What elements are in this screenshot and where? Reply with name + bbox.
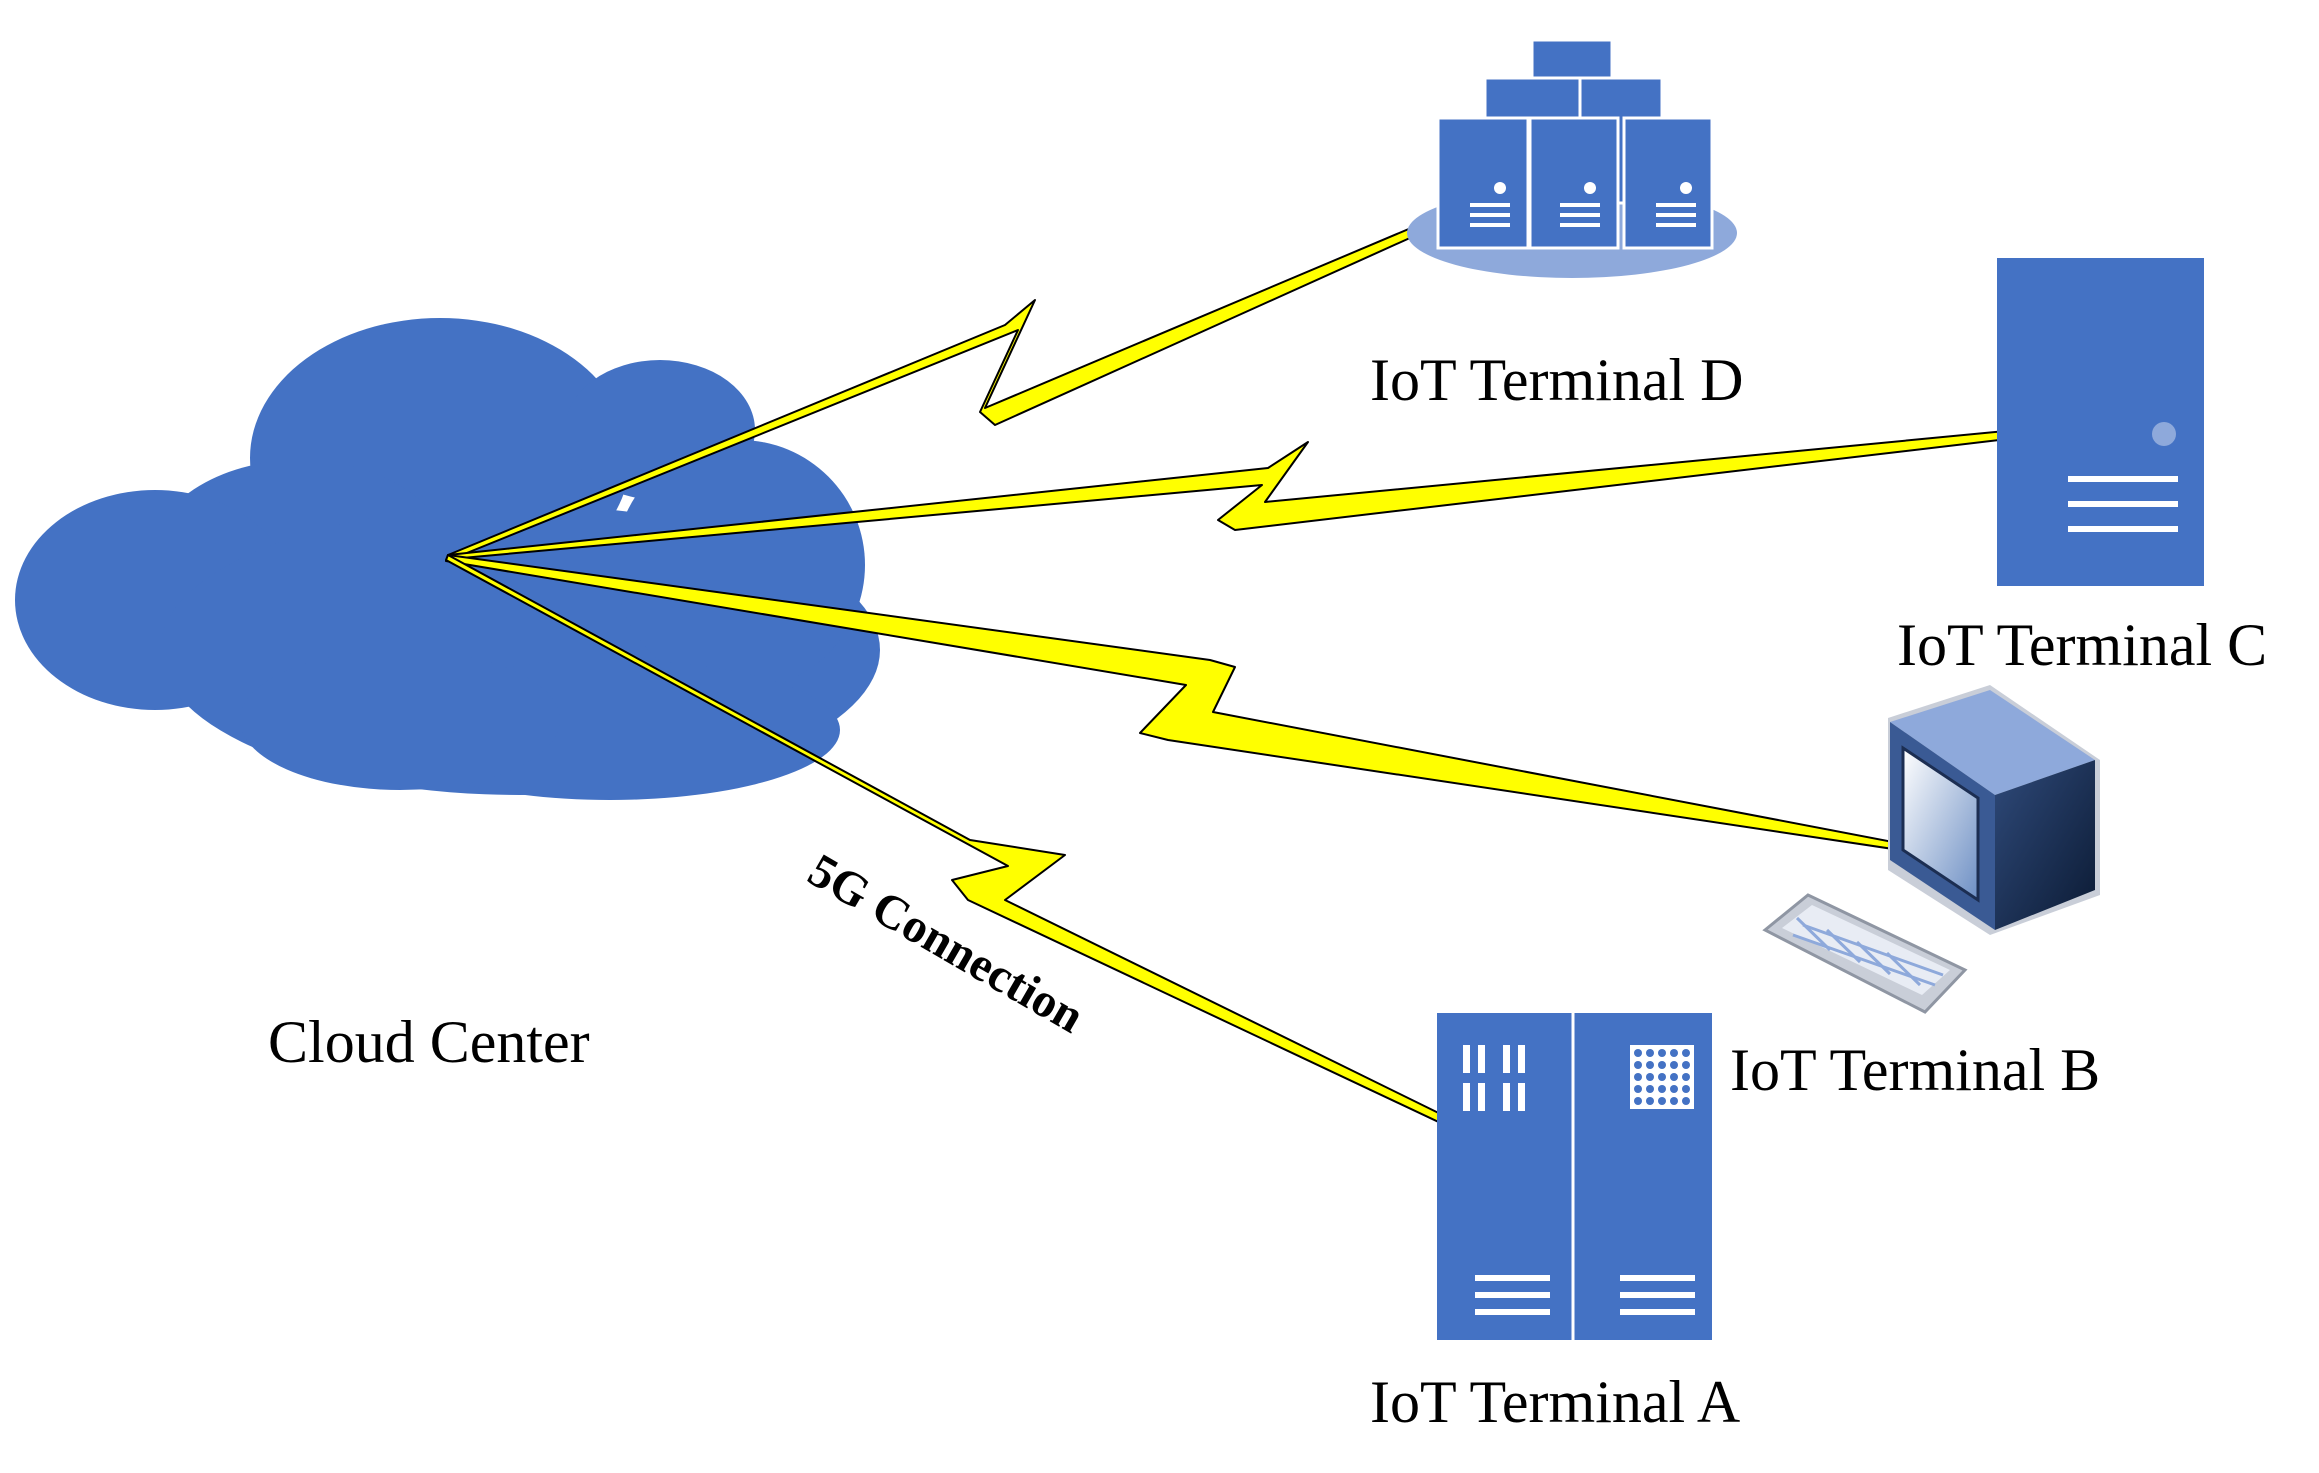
rack-panel-dot [1634,1061,1642,1069]
rack-panel-dot [1634,1085,1642,1093]
terminal-b-label: IoT Terminal B [1730,1037,2100,1103]
terminal-d-label: IoT Terminal D [1370,347,1744,413]
rack-panel-dot [1634,1049,1642,1057]
rack-panel-dot [1682,1061,1690,1069]
rack-panel-dot [1670,1085,1678,1093]
rack-panel-dot [1658,1049,1666,1057]
rack-panel-dot [1634,1073,1642,1081]
desktop-computer-icon [1762,685,2100,1014]
rack-panel-dot [1646,1049,1654,1057]
server-rack-icon [1437,1013,1712,1340]
rack-panel-dot [1682,1073,1690,1081]
rack-panel-dot [1670,1073,1678,1081]
rack-panel-dot [1658,1085,1666,1093]
terminal-c-label: IoT Terminal C [1897,612,2267,678]
rack-panel-dot [1670,1097,1678,1105]
rack-panel-dot [1646,1061,1654,1069]
rack-panel-dot [1682,1049,1690,1057]
rack-panel-dot [1670,1049,1678,1057]
server-cluster-icon [1407,38,1737,278]
connection-label: 5G Connection [800,844,1093,1044]
cloud-center-label: Cloud Center [268,1009,590,1075]
rack-panel-dot [1670,1061,1678,1069]
cloud-icon [15,318,880,800]
rack-panel-dot [1658,1061,1666,1069]
rack-panel-dot [1658,1097,1666,1105]
tower-server-icon [1997,258,2204,586]
rack-panel-dot [1646,1097,1654,1105]
rack-panel-dot [1682,1097,1690,1105]
rack-panel-dot [1658,1073,1666,1081]
rack-panel-dot [1634,1097,1642,1105]
rack-panel-dot [1646,1073,1654,1081]
rack-panel-dot [1682,1085,1690,1093]
rack-panel-dot [1646,1085,1654,1093]
terminal-a-label: IoT Terminal A [1370,1369,1740,1435]
